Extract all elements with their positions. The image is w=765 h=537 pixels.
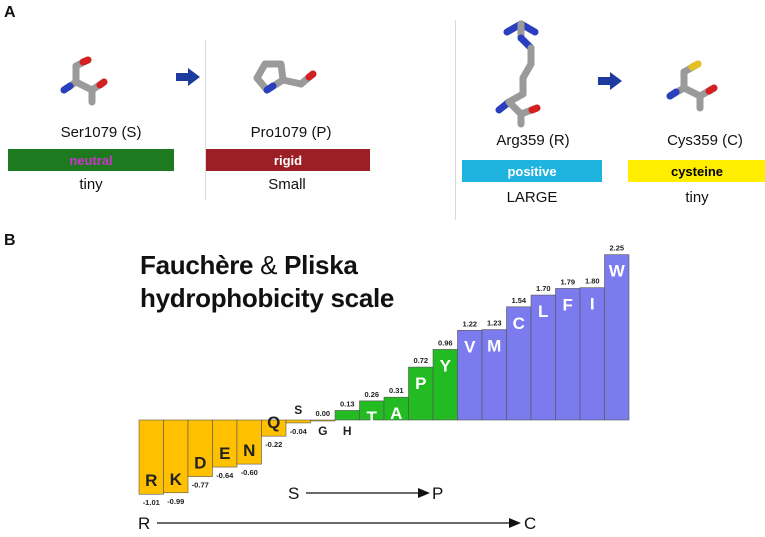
bar-n <box>236 419 262 465</box>
bar-letter-n: N <box>243 441 255 460</box>
arrow-long-start: R <box>138 514 151 533</box>
bar-letter-c: C <box>513 314 525 333</box>
bar-letter-p: P <box>415 374 426 393</box>
bar-value-p: 0.72 <box>413 356 428 365</box>
mutation1-to-tag: rigid <box>206 149 370 171</box>
bar-letter-h: H <box>343 424 352 438</box>
mutation1-to-name: Pro1079 (P) <box>250 124 332 141</box>
bar-letter-r: R <box>145 471 157 490</box>
bar-value-m: 1.23 <box>487 319 502 328</box>
bar-value-f: 1.79 <box>560 277 575 286</box>
bar-letter-w: W <box>609 262 626 281</box>
bar-value-n: -0.60 <box>241 468 258 477</box>
serine-molecule-icon <box>60 56 108 106</box>
panel-a-label: A <box>4 4 16 21</box>
mutation1-from-name: Ser1079 (S) <box>60 124 142 141</box>
bar-value-l: 1.70 <box>536 284 551 293</box>
bar-letter-v: V <box>464 337 476 356</box>
bar-i <box>579 287 605 421</box>
bar-y <box>432 349 458 421</box>
bar-value-g: 0.00 <box>315 409 330 418</box>
panel-b-label: B <box>4 232 16 249</box>
mutation2-to-tag: cysteine <box>628 160 765 182</box>
bar-letter-l: L <box>538 302 548 321</box>
mutation2-from-size: LARGE <box>506 189 558 206</box>
title-author2: Pliska <box>284 250 358 280</box>
arrow-long-end: C <box>524 514 537 533</box>
chart-title-line2: hydrophobicity scale <box>140 283 395 313</box>
bar-value-q: -0.22 <box>265 440 282 449</box>
bar-letter-e: E <box>219 444 230 463</box>
mutation2-arrow-icon <box>598 72 622 90</box>
mutation1-from-size: tiny <box>79 176 103 193</box>
bar-letter-y: Y <box>440 356 452 375</box>
mutation1-to-size: Small <box>268 176 306 193</box>
panel-a-divider-2 <box>455 20 456 220</box>
bar-value-i: 1.80 <box>585 277 600 286</box>
bar-value-e: -0.64 <box>216 471 234 480</box>
bar-e <box>212 419 238 468</box>
bar-value-r: -1.01 <box>143 498 160 507</box>
bar-r <box>138 419 164 495</box>
mutation2-to-size: tiny <box>685 189 709 206</box>
chart-title-line1: Fauchère & Pliska <box>140 250 358 281</box>
arrow-short-start: S <box>288 484 300 503</box>
bar-value-d: -0.77 <box>192 481 209 490</box>
mutation1-arrow-icon <box>176 68 200 86</box>
bar-value-k: -0.99 <box>167 497 184 506</box>
title-author1: Fauchère <box>140 250 254 280</box>
bar-letter-f: F <box>563 295 573 314</box>
arginine-molecule-icon <box>495 20 541 128</box>
bar-value-t: 0.26 <box>364 390 379 399</box>
bar-q <box>261 419 287 437</box>
bar-value-h: 0.13 <box>340 399 355 408</box>
arrow-short-icon <box>306 488 430 498</box>
mutation2-from-name: Arg359 (R) <box>496 132 570 149</box>
bar-c <box>506 306 532 421</box>
bar-letter-s: S <box>294 403 302 417</box>
bar-letter-m: M <box>487 337 501 356</box>
title-ampersand: & <box>260 250 278 280</box>
arrow-long-icon <box>157 518 521 528</box>
bar-value-y: 0.96 <box>438 338 453 347</box>
bar-value-c: 1.54 <box>511 296 526 305</box>
bar-m <box>481 329 507 421</box>
bar-h <box>334 410 360 421</box>
bar-letter-q: Q <box>267 413 280 432</box>
panel-a-divider-1 <box>205 40 206 200</box>
bar-value-w: 2.25 <box>609 244 624 253</box>
bar-s <box>285 419 311 424</box>
bar-w <box>604 254 630 421</box>
proline-molecule-icon <box>253 60 317 94</box>
bar-f <box>555 288 581 421</box>
bar-g <box>310 419 336 422</box>
bar-value-a: 0.31 <box>389 386 404 395</box>
mutation2-from-tag: positive <box>462 160 602 182</box>
bar-value-v: 1.22 <box>462 319 477 328</box>
bar-letter-k: K <box>170 470 183 489</box>
mutation1-from-tag: neutral <box>8 149 174 171</box>
bar-letter-d: D <box>194 454 206 473</box>
bar-letter-a: A <box>390 404 402 423</box>
bar-letter-i: I <box>590 295 595 314</box>
bar-letter-g: G <box>318 424 327 438</box>
bar-letter-t: T <box>367 408 378 427</box>
bar-value-s: -0.04 <box>290 427 308 436</box>
bar-k <box>163 419 189 494</box>
arrow-short-end: P <box>432 484 444 503</box>
cysteine-molecule-icon <box>666 60 718 112</box>
mutation2-to-name: Cys359 (C) <box>667 132 743 149</box>
